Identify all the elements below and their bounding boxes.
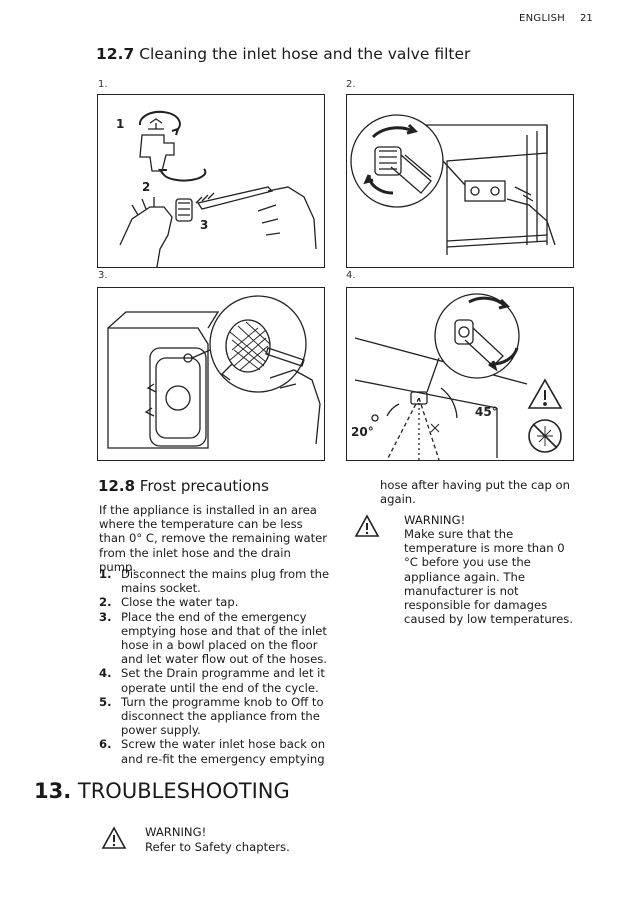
list-item: 2. Close the water tap. — [99, 595, 334, 609]
step-text: Close the water tap. — [121, 595, 239, 610]
section-12-7-title: 12.7 Cleaning the inlet hose and the val… — [96, 45, 470, 63]
header-language: ENGLISH — [519, 13, 566, 24]
section-12-8-title: 12.8 Frost precautions — [98, 477, 269, 495]
section-number: 12.7 — [96, 45, 135, 63]
chapter-number: 13. — [34, 779, 72, 803]
warning-triangle-icon — [101, 826, 127, 849]
section-title-text: Cleaning the inlet hose and the valve fi… — [139, 45, 471, 63]
troubleshooting-warning-icon — [101, 826, 127, 854]
figure-3-label: 3. — [98, 270, 108, 281]
list-item: 1. Disconnect the mains plug from the mai… — [99, 567, 334, 595]
figure-1-callout-3: 3 — [200, 218, 208, 232]
chapter-13-title: 13. TROUBLESHOOTING — [34, 779, 290, 803]
figure-2-illustration — [350, 114, 556, 255]
figure-4-angle-20: 20° — [351, 425, 374, 439]
frost-warning-text: Make sure that the temperature is more t… — [404, 527, 574, 627]
troubleshooting-warning-text: Refer to Safety chapters. — [145, 840, 290, 854]
step-number: 5. — [99, 694, 112, 709]
figure-1-callout-1: 1 — [116, 117, 124, 131]
frost-intro-paragraph: If the appliance is installed in an area… — [99, 503, 328, 574]
step-number: 4. — [99, 666, 112, 681]
warning-triangle-icon — [354, 514, 380, 537]
figure-4-angle-45: 45° — [475, 405, 498, 419]
step-text: Disconnect the mains plug from the mains… — [121, 567, 330, 596]
figure-3-machine-filter — [97, 287, 325, 461]
frost-warning-title: WARNING! — [404, 513, 466, 527]
section-title-text: Frost precautions — [139, 477, 269, 495]
troubleshooting-warning-title: WARNING! — [145, 825, 207, 839]
step-text: Place the end of the emergency emptying … — [121, 609, 327, 667]
list-item: 5. Turn the programme knob to Off to disc… — [99, 695, 334, 738]
figure-4-hose-angle: 45° 20° — [346, 287, 574, 461]
figure-1-callout-2: 2 — [142, 180, 150, 194]
figure-1-illustration: 1 2 3 — [116, 110, 317, 267]
step-number: 1. — [99, 567, 112, 581]
step-number: 6. — [99, 737, 112, 752]
list-item: 3. Place the end of the emergency emptyin… — [99, 610, 334, 667]
page-number: 21 — [580, 13, 593, 24]
step-text: Screw the water inlet hose back on and r… — [121, 737, 326, 766]
figure-1-tap-filter: 1 2 3 — [97, 94, 325, 268]
step-text: Set the Drain programme and let it opera… — [121, 666, 325, 695]
figure-4-label: 4. — [346, 270, 356, 281]
list-item: 4. Set the Drain programme and let it ope… — [99, 666, 334, 694]
figure-4-illustration: 45° 20° — [351, 293, 563, 460]
frost-warning-icon — [354, 514, 380, 542]
figure-3-illustration — [107, 295, 321, 449]
chapter-title-text: TROUBLESHOOTING — [77, 779, 290, 803]
step-number: 3. — [99, 609, 112, 624]
list-item: 6. Screw the water inlet hose back on and… — [99, 737, 334, 765]
step-number: 2. — [99, 595, 112, 610]
figure-2-inlet-hose — [346, 94, 574, 268]
frost-steps-list: 1. Disconnect the mains plug from the mai… — [99, 567, 334, 766]
figure-1-label: 1. — [98, 79, 108, 90]
steps-continuation-text: hose after having put the cap on again. — [380, 478, 570, 507]
step-text: Turn the programme knob to Off to discon… — [121, 694, 324, 738]
section-number: 12.8 — [98, 477, 136, 495]
figure-2-label: 2. — [346, 79, 356, 90]
